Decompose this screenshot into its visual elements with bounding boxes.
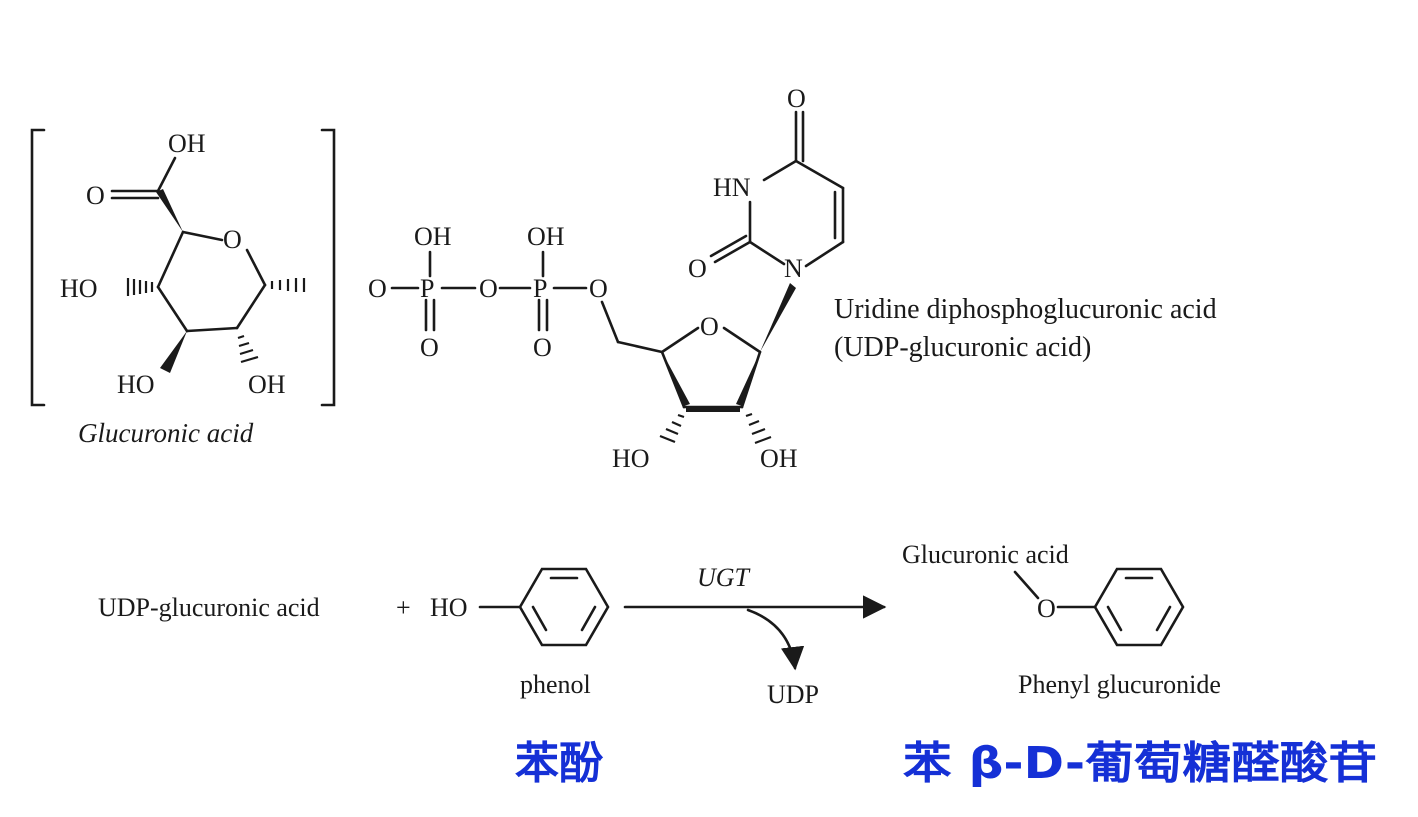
byproduct-arrow <box>746 608 805 671</box>
ester-o-label: O <box>589 274 608 303</box>
p2-oh-label: OH <box>527 222 565 251</box>
udp-name-line2: (UDP-glucuronic acid) <box>834 332 1091 363</box>
reaction-scheme: UDP-glucuronic acid + HO phenol UGT UDP … <box>98 540 1221 709</box>
ribose-ring-o-label: O <box>700 312 719 341</box>
udp-name-line1: Uridine diphosphoglucuronic acid <box>834 294 1217 325</box>
p1-o-left-label: O <box>368 274 387 303</box>
product-chinese-label: 苯 β-D-葡萄糖醛酸苷 <box>903 738 1377 789</box>
left-bracket <box>30 128 46 407</box>
phenol-label: phenol <box>520 670 591 699</box>
plus-sign: + <box>396 593 411 622</box>
uracil-top-o-label: O <box>787 84 806 113</box>
ribose-oh-left-label: HO <box>612 444 650 473</box>
phenol-chinese-label: 苯酚 <box>515 738 604 789</box>
right-bracket <box>320 128 336 407</box>
carboxyl-oh-label: OH <box>168 129 206 158</box>
p2-o-double-label: O <box>533 333 552 362</box>
oh-left-label: HO <box>60 274 98 303</box>
udp-glucuronic-acid-structure: OH P O O O OH P O O O HO OH O HN O N Uri… <box>368 84 1217 473</box>
byproduct-label: UDP <box>767 680 819 709</box>
product-label: Phenyl glucuronide <box>1018 670 1221 699</box>
p1-oh-label: OH <box>414 222 452 251</box>
oh-bottom-right-label: OH <box>248 370 286 399</box>
carbonyl-o-label: O <box>86 181 105 210</box>
p2-p-label: P <box>533 274 547 303</box>
bridge-o-label: O <box>479 274 498 303</box>
glucuronic-acid-caption: Glucuronic acid <box>78 418 254 448</box>
product-o-label: O <box>1037 594 1056 623</box>
product-group-label: Glucuronic acid <box>902 540 1069 569</box>
phenol-ho-label: HO <box>430 593 468 622</box>
oh-bottom-left-label: HO <box>117 370 155 399</box>
ribose-oh-right-label: OH <box>760 444 798 473</box>
reactant-label: UDP-glucuronic acid <box>98 593 320 622</box>
p1-o-double-label: O <box>420 333 439 362</box>
enzyme-label: UGT <box>697 563 751 592</box>
phenol-ring <box>518 567 610 647</box>
p1-p-label: P <box>420 274 434 303</box>
uracil-carbonyl-o-label: O <box>688 254 707 283</box>
uracil-n-label: N <box>784 254 803 283</box>
uracil-hn-label: HN <box>713 173 751 202</box>
glucuronic-acid-structure: OH O O HO HO OH Glucuronic acid <box>30 128 336 448</box>
ring-o-label: O <box>223 225 242 254</box>
product-phenyl-ring <box>1093 567 1185 647</box>
